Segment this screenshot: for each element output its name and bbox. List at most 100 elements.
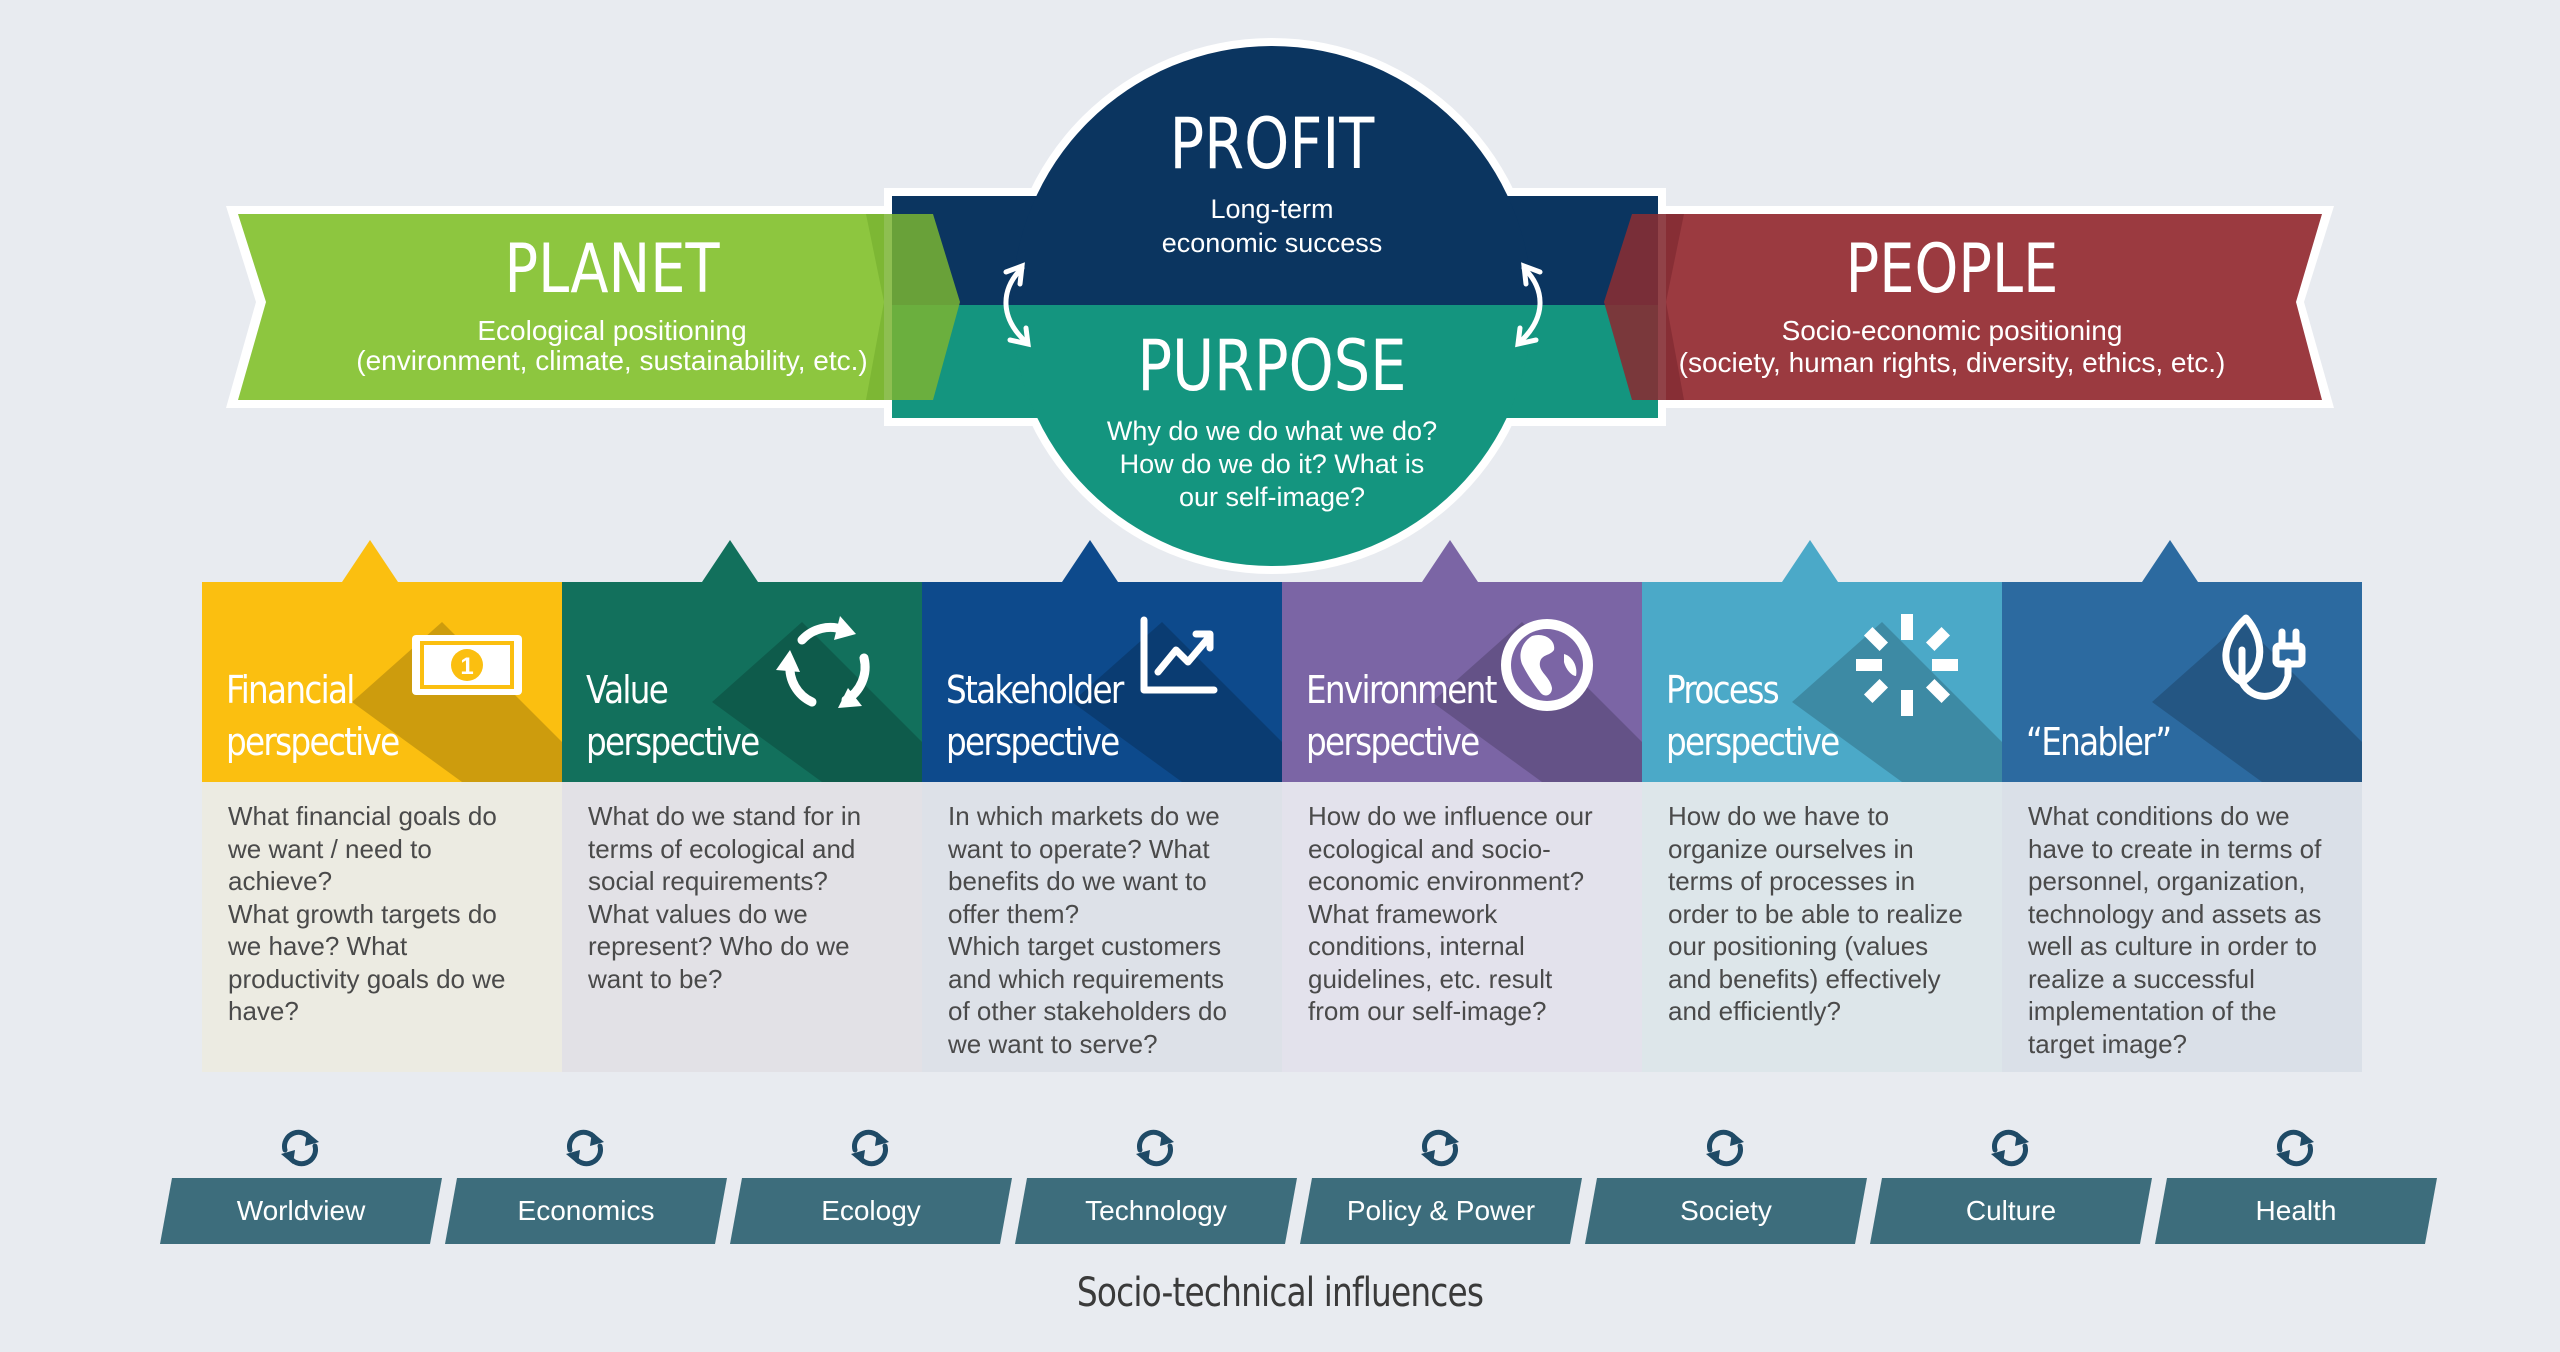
purpose-shape: [892, 305, 1658, 566]
description-line: What financial goals do: [228, 801, 497, 831]
description-line: implementation of the: [2028, 996, 2277, 1026]
perspective-title-line-1: Value: [586, 668, 669, 712]
perspective-title-line-1: Process: [1666, 668, 1780, 712]
people-line-1: Socio-economic positioning: [1782, 315, 2123, 346]
perspective-title: “Enabler”: [2026, 716, 2172, 768]
cycle-icon: [847, 1128, 893, 1168]
description-line: conditions, internal: [1308, 931, 1525, 961]
influence-label: Ecology: [821, 1195, 921, 1226]
perspective-column: Value perspective What do we stand for i…: [562, 540, 922, 1072]
purpose-line-2: How do we do it? What is: [1120, 449, 1425, 479]
column-pointer: [1422, 540, 1478, 582]
perspective-header: “Enabler”: [2002, 582, 2362, 782]
planet-ribbon: [226, 206, 970, 408]
perspective-header: Value perspective: [562, 582, 922, 782]
description-line: have to create in terms of: [2028, 833, 2322, 864]
perspective-column: 1 Financial perspective What financial g…: [202, 540, 562, 1072]
profit-line-1: Long-term: [1210, 194, 1333, 224]
column-pointer: [1782, 540, 1838, 582]
perspective-header: 1 Financial perspective: [202, 582, 562, 782]
description-line: want to operate? What: [948, 833, 1210, 864]
description-line: our positioning (values: [1668, 931, 1929, 961]
perspective-title: Value perspective: [586, 664, 760, 768]
people-ribbon: [1594, 206, 2334, 408]
perspective-title-line-1: Financial: [226, 668, 355, 712]
description-line: order to be able to realize: [1668, 898, 1963, 929]
description-line: terms of processes in: [1668, 866, 1916, 896]
people-title: PEOPLE: [1846, 229, 2059, 309]
line-chart-icon: [1132, 610, 1242, 720]
description-line: personnel, organization,: [2028, 866, 2306, 896]
long-shadow: [1072, 622, 1282, 782]
influence-band: [1300, 1178, 1582, 1244]
perspective-title-line-2: perspective: [1666, 720, 1840, 764]
perspective-title: Process perspective: [1666, 664, 1840, 768]
cycle-icon: [562, 1128, 608, 1168]
description-line: social requirements?: [588, 866, 828, 896]
description-line: we want to serve?: [948, 1028, 1158, 1059]
perspective-title-line-2: “Enabler”: [2026, 720, 2172, 764]
description-line: economic environment?: [1308, 866, 1585, 896]
description-line: we want / need to: [228, 833, 432, 864]
purpose-title: PURPOSE: [1138, 327, 1407, 408]
perspective-title-line-1: Environment: [1306, 668, 1497, 712]
description-line: and benefits) effectively: [1668, 963, 1941, 994]
description-line: realize a successful: [2028, 963, 2255, 994]
people-line-2: (society, human rights, diversity, ethic…: [1679, 347, 2226, 378]
description-line: ecological and socio-: [1308, 833, 1551, 864]
perspective-title-line-2: perspective: [946, 720, 1120, 764]
influence-band: [1585, 1178, 1867, 1244]
influence-label: Economics: [517, 1195, 655, 1226]
influence-band: [1870, 1178, 2152, 1244]
triple-bottom-line-diagram: PLANET Ecological positioning (environme…: [226, 38, 2334, 574]
perspective-title: Environment perspective: [1306, 664, 1497, 768]
description-line: technology and assets as: [2028, 898, 2322, 929]
perspective-title-line-2: perspective: [1306, 720, 1480, 764]
column-pointer: [2142, 540, 2198, 582]
description-line: terms of ecological and: [588, 833, 856, 864]
column-pointer: [342, 540, 398, 582]
column-pointer: [702, 540, 758, 582]
influence-band: [445, 1178, 727, 1244]
profit-line-2: economic success: [1162, 228, 1383, 258]
cycle-icon: [277, 1128, 323, 1168]
description-line: What framework: [1308, 898, 1498, 929]
description-line: we have? What: [228, 931, 408, 961]
description-line: organize ourselves in: [1668, 833, 1914, 864]
description-line: Which target customers: [948, 931, 1222, 961]
description-line: productivity goals do we: [228, 963, 506, 994]
description-line: What conditions do we: [2028, 801, 2290, 831]
cycle-icon: [1987, 1128, 2033, 1168]
perspective-title: Stakeholder perspective: [946, 664, 1124, 768]
perspective-header: Environment perspective: [1282, 582, 1642, 782]
long-shadow: [712, 622, 922, 782]
description-line: target image?: [2028, 1028, 2187, 1059]
description-line: of other stakeholders do: [948, 996, 1227, 1026]
exchange-arrows-icon: [1003, 262, 1543, 348]
influence-label: Worldview: [236, 1195, 366, 1226]
banknote-icon: 1: [412, 610, 522, 720]
perspective-title-line-2: perspective: [586, 720, 760, 764]
cycle-icon: [1702, 1128, 1748, 1168]
long-shadow: [1792, 622, 2002, 782]
cycle-arrows-icon: [772, 610, 882, 720]
description-line: want to be?: [588, 963, 723, 994]
globe-icon: [1492, 610, 1602, 720]
cycle-icon: [2272, 1128, 2318, 1168]
perspective-column: Stakeholder perspective In which markets…: [922, 540, 1282, 1072]
perspective-column: Environment perspective How do we influe…: [1282, 540, 1642, 1072]
purpose-line-1: Why do we do what we do?: [1107, 416, 1437, 446]
description-line: well as culture in order to: [2028, 931, 2318, 961]
profit-shape: [892, 46, 1658, 305]
leaf-plug-icon: [2212, 610, 2322, 720]
long-shadow: [352, 622, 562, 782]
description-line: from our self-image?: [1308, 996, 1547, 1026]
perspective-header: Process perspective: [1642, 582, 2002, 782]
